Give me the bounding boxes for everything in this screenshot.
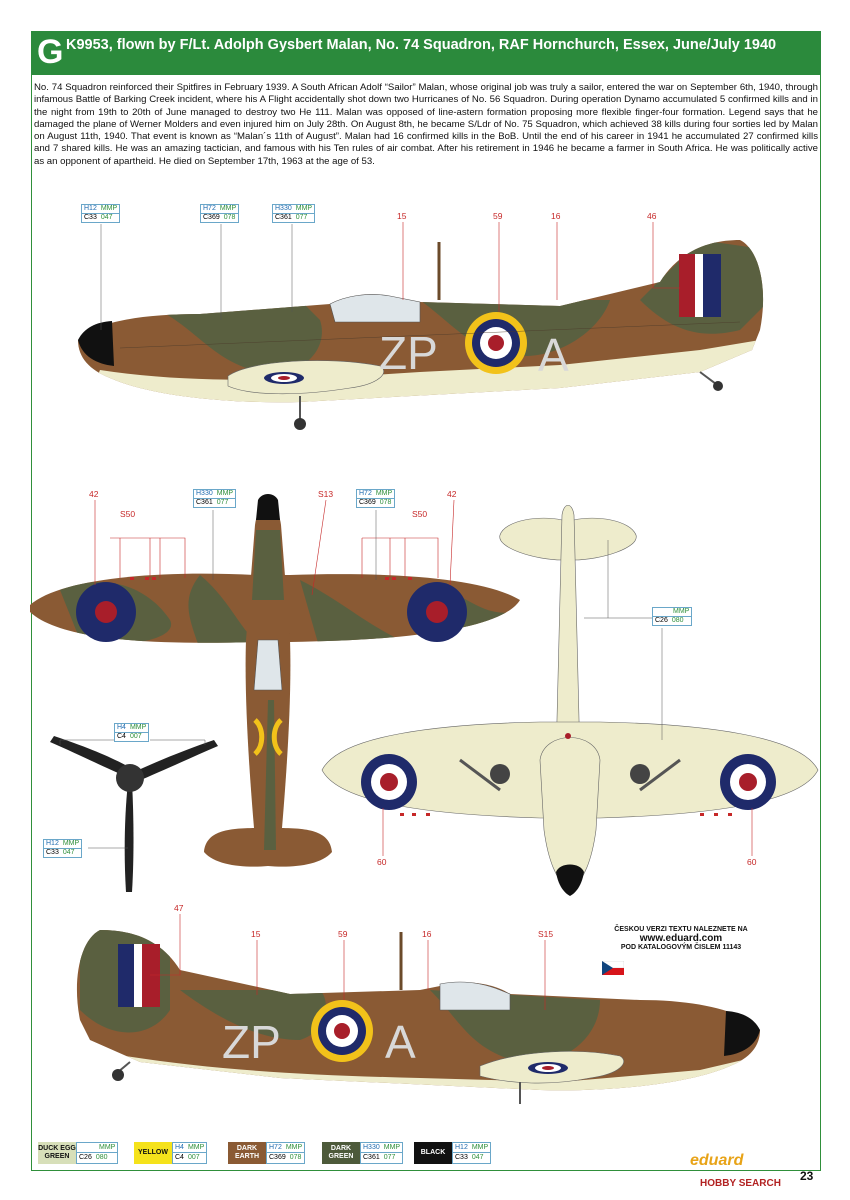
color-callout-lines <box>59 224 663 849</box>
right-side-profile <box>76 930 760 1104</box>
propeller-drawing <box>50 736 218 892</box>
czech-note: ČESKOU VERZI TEXTU NALEZNETE NA www.edua… <box>596 925 766 952</box>
fuselage-code-left: ZP <box>379 327 438 379</box>
callout-lines <box>94 222 753 1010</box>
swatch-yellow: YELLOW <box>134 1142 172 1164</box>
decal-s50-left: S50 <box>120 509 136 519</box>
page-number: 23 <box>800 1169 814 1183</box>
fuselage-code-right-2: A <box>385 1016 416 1068</box>
bottom-view <box>321 504 819 896</box>
fuselage-code-right: A <box>538 329 569 381</box>
title-banner <box>31 31 821 75</box>
decal-16-b: 16 <box>422 929 432 939</box>
decal-s13: S13 <box>318 489 334 499</box>
czech-flag-icon <box>602 961 624 975</box>
swatch-duck-egg-green: DUCK EGG GREEN <box>38 1142 76 1164</box>
swatch-dark-green: DARK GREEN <box>322 1142 360 1164</box>
decal-47: 47 <box>174 903 184 913</box>
decal-59: 59 <box>493 211 503 221</box>
fuselage-code-left-2: ZP <box>222 1016 281 1068</box>
swatch-black: BLACK <box>414 1142 452 1164</box>
eduard-link[interactable]: www.eduard.com <box>639 933 723 944</box>
swatch-dark-earth: DARK EARTH <box>228 1142 266 1164</box>
history-text: No. 74 Squadron reinforced their Spitfir… <box>34 82 818 167</box>
eduard-logo: eduard <box>690 1152 744 1169</box>
decal-16: 16 <box>551 211 561 221</box>
top-view <box>30 494 520 867</box>
decal-60-left: 60 <box>377 857 387 867</box>
hobby-search-watermark: HOBBY SEARCH <box>700 1178 781 1189</box>
czech-line-2: POD KATALOGOVÝM ČISLEM 11143 <box>620 944 742 951</box>
czech-line-1: ČESKOU VERZI TEXTU NALEZNETE NA <box>614 926 748 933</box>
decal-46: 46 <box>647 211 657 221</box>
decal-42-left: 42 <box>89 489 99 499</box>
decal-42-right: 42 <box>447 489 457 499</box>
decal-s15: S15 <box>538 929 554 939</box>
decal-15: 15 <box>397 211 407 221</box>
page-title: K9953, flown by F/Lt. Adolph Gysbert Mal… <box>66 37 777 53</box>
scheme-letter: G <box>37 33 64 71</box>
decal-60-right: 60 <box>747 857 757 867</box>
decal-s50-right: S50 <box>412 509 428 519</box>
decal-59-b: 59 <box>338 929 348 939</box>
decal-15-b: 15 <box>251 929 261 939</box>
